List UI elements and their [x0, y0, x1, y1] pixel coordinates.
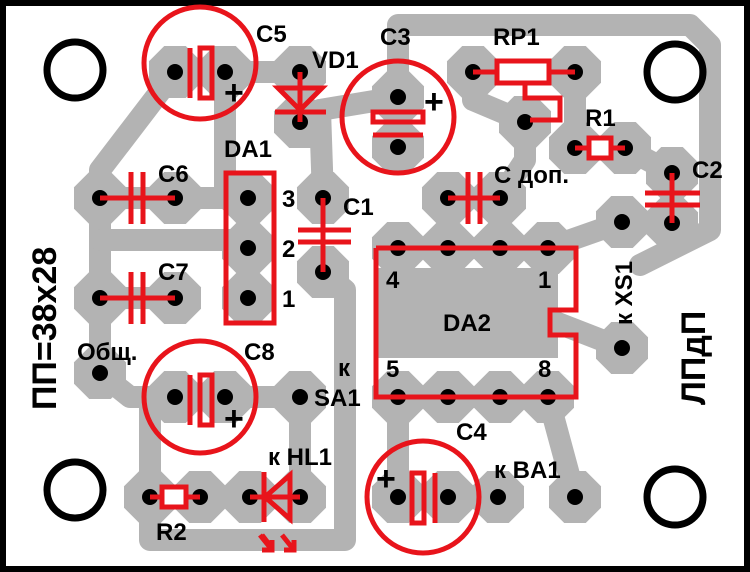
silkscreen: [100, 4, 700, 556]
label-c3: C3: [380, 24, 411, 51]
drill-hole: [517, 114, 533, 130]
label-c8: C8: [244, 339, 275, 366]
da1-pin-1: 1: [282, 286, 295, 313]
c6-symbol: [100, 172, 175, 224]
c5-plus: +: [224, 74, 244, 112]
label-k-sa1: к: [338, 355, 351, 382]
label-common: Общ.: [77, 339, 137, 366]
board-side-label: ЛПдП: [675, 311, 713, 405]
c8-plus: +: [224, 400, 244, 438]
drill-hole: [92, 365, 108, 381]
drill-hole: [440, 489, 456, 505]
c4-plate: [409, 470, 427, 526]
c5-outline: [141, 4, 259, 122]
drill-hole: [614, 340, 630, 356]
rp1-symbol: [473, 58, 575, 123]
da2-ground-plane: [378, 268, 558, 358]
c4-outline: [364, 438, 482, 556]
c3-plate: [370, 109, 426, 125]
label-c2: C2: [692, 157, 723, 184]
mounting-hole: [643, 465, 707, 529]
label-r2: R2: [156, 519, 187, 546]
drill-hole: [390, 139, 406, 155]
da1-pin-2: 2: [282, 236, 295, 263]
c2-symbol: [645, 173, 700, 223]
drill-hole: [292, 389, 308, 405]
c3-outline: [339, 58, 457, 176]
drill-hole: [240, 290, 256, 306]
cdop-symbol: [448, 172, 500, 224]
drill-hole: [167, 389, 183, 405]
label-c7: C7: [158, 259, 189, 286]
label-rp1: RP1: [493, 24, 540, 51]
label-sa1: SA1: [314, 385, 361, 412]
drill-hole: [240, 240, 256, 256]
board-size-label: ПП=38х28: [26, 247, 64, 410]
c1-symbol: [298, 198, 351, 272]
trace-top-loop: [387, 14, 721, 276]
vd1-symbol: [271, 72, 329, 122]
drill-hole: [390, 89, 406, 105]
mounting-hole: [643, 40, 707, 104]
label-c6: C6: [158, 161, 189, 188]
c4-plus: +: [376, 460, 396, 498]
da2-pin-8: 8: [538, 356, 551, 383]
label-xs1: к XS1: [611, 261, 638, 325]
c7-symbol: [100, 272, 175, 324]
label-da1: DA1: [224, 136, 272, 163]
da2-pin-5: 5: [386, 356, 399, 383]
da2-pin-4: 4: [386, 267, 400, 294]
drill-hole: [217, 64, 233, 80]
drill-hole: [390, 489, 406, 505]
drill-hole: [217, 389, 233, 405]
drill-hole: [567, 489, 583, 505]
drill-hole: [240, 190, 256, 206]
c5-plate: [197, 45, 215, 101]
r2-symbol: [150, 484, 200, 510]
label-ba1: к BA1: [494, 457, 561, 484]
label-hl1: к HL1: [268, 444, 332, 471]
mounting-hole: [43, 38, 107, 102]
label-c-dop: С доп.: [494, 162, 569, 189]
label-r1: R1: [585, 105, 616, 132]
drill-hole: [614, 214, 630, 230]
hl1-led-symbol: [250, 469, 300, 553]
da1-outline: [223, 170, 277, 326]
c3-plus: +: [424, 83, 444, 121]
da2-pin-1: 1: [538, 267, 551, 294]
da2-outline: [373, 245, 579, 400]
drill-hole: [490, 489, 506, 505]
label-c5: C5: [256, 21, 287, 48]
c8-plate: [197, 372, 215, 428]
mounting-hole: [43, 458, 107, 522]
drill-hole: [167, 64, 183, 80]
r1-symbol: [575, 135, 625, 161]
da1-pin-3: 3: [282, 186, 295, 213]
label-vd1: VD1: [312, 47, 359, 74]
label-c4: C4: [456, 419, 487, 446]
label-c1: C1: [343, 194, 374, 221]
label-da2: DA2: [443, 310, 491, 337]
c8-outline: [141, 338, 259, 456]
